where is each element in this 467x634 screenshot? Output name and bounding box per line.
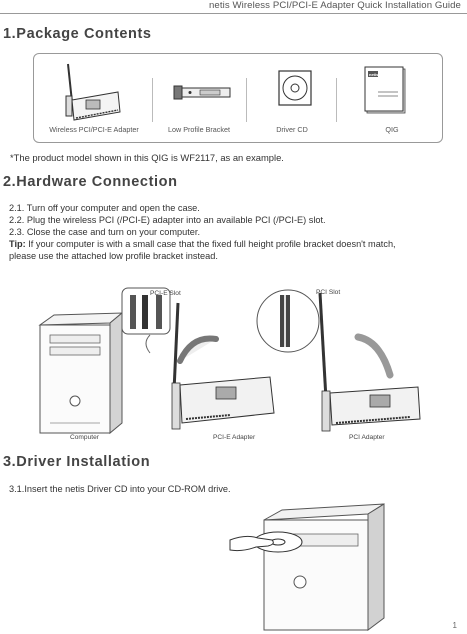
step-2-2: 2.2. Plug the wireless PCI (/PCI-E) adap…	[9, 215, 326, 225]
tip-line: Tip: If your computer is with a small ca…	[9, 238, 396, 250]
hardware-connection-figure	[38, 287, 421, 435]
pci-slot-zoom-icon	[256, 289, 320, 353]
tip-label: Tip:	[9, 239, 26, 249]
wireless-adapter-icon	[65, 63, 121, 121]
item-divider	[152, 78, 153, 122]
header-rule	[0, 13, 467, 14]
section-heading-driver-installation: 3.Driver Installation	[3, 454, 151, 470]
tip-text-continued: please use the attached low profile brac…	[9, 251, 218, 261]
model-note: *The product model shown in this QIG is …	[10, 152, 284, 163]
cd-insert-figure	[229, 503, 385, 631]
step-3-1: 3.1.Insert the netis Driver CD into your…	[9, 484, 231, 494]
pcie-slot-zoom-icon	[121, 287, 171, 335]
caption-wireless-adapter: Wireless PCI/PCI-E Adapter	[49, 125, 139, 134]
page-number: 1	[452, 621, 457, 630]
caption-driver-cd: Driver CD	[276, 125, 308, 134]
tip-text: If your computer is with a small case th…	[25, 239, 396, 249]
computer-tower-icon	[263, 503, 385, 631]
section-heading-hardware-connection: 2.Hardware Connection	[3, 174, 178, 190]
pcie-slot-label: PCI-E Slot	[150, 290, 181, 297]
curved-arrow-icon	[177, 335, 219, 364]
qig-brand-text: netis	[369, 72, 379, 77]
bracket-icon	[173, 85, 231, 100]
document-header-title: netis Wireless PCI/PCI-E Adapter Quick I…	[208, 0, 461, 11]
item-divider	[246, 78, 247, 122]
pci-adapter-label: PCI Adapter	[349, 434, 385, 441]
hand-icon	[229, 535, 274, 552]
pci-slot-label: PCI Slot	[316, 289, 341, 296]
caption-qig: QIG	[385, 125, 399, 134]
pci-adapter-icon	[318, 292, 421, 432]
pcie-adapter-icon	[171, 302, 275, 430]
computer-label: Computer	[70, 434, 99, 441]
step-2-1: 2.1. Turn off your computer and open the…	[9, 203, 200, 213]
package-contents-box: netis Wireless PCI/PCI-E Adapter Low Pro…	[33, 53, 443, 143]
driver-cd-icon	[278, 70, 312, 106]
qig-booklet-icon	[364, 66, 406, 114]
curved-arrow-icon	[354, 333, 394, 379]
pcie-adapter-label: PCI-E Adapter	[213, 434, 256, 441]
caption-bracket: Low Profile Bracket	[168, 125, 230, 134]
step-2-3: 2.3. Close the case and turn on your com…	[9, 227, 201, 237]
section-heading-package-contents: 1.Package Contents	[3, 26, 152, 42]
computer-tower-icon	[38, 311, 124, 435]
item-divider	[336, 78, 337, 122]
